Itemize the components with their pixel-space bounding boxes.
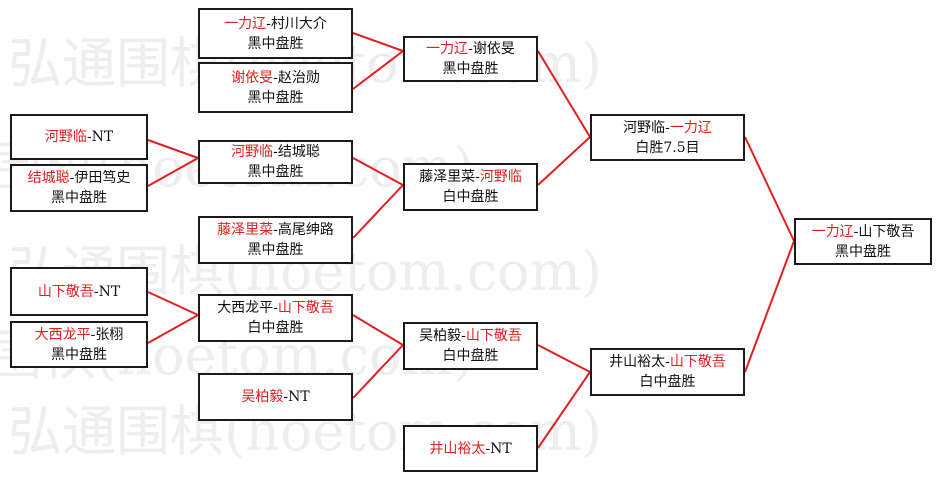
match-result: 白中盘胜 [442, 189, 499, 205]
match-r2-3: 大西龙平-山下敬吾 白中盘胜 [198, 294, 353, 342]
match-result: 白中盘胜 [247, 320, 304, 336]
match-sf-1: 河野临-一力辽 白胜7.5目 [590, 114, 745, 161]
match-result: 黑中盘胜 [247, 89, 304, 106]
match-result: 黑中盘胜 [247, 242, 304, 258]
match-r3-1: 藤泽里菜-河野临 白中盘胜 [403, 163, 538, 211]
match-r2-2: 河野临-结城聪 黑中盘胜 [198, 140, 353, 184]
match-r1-8: 吴柏毅-NT [198, 373, 353, 421]
match-result: 黑中盘胜 [247, 164, 304, 180]
match-result: 白胜7.5目 [635, 139, 700, 156]
match-result: 黑中盘胜 [51, 190, 107, 206]
connector [744, 136, 795, 373]
match-r1-1: 一力辽-村川大介 黑中盘胜 [198, 8, 353, 59]
connector [352, 157, 404, 239]
connector [537, 50, 591, 186]
match-result: 白中盘胜 [442, 348, 499, 364]
match-sf-2: 井山裕太-山下敬吾 白中盘胜 [590, 348, 745, 396]
match-r1-7: 大西龙平-张栩 黑中盘胜 [10, 321, 148, 368]
match-result: 黑中盘胜 [835, 243, 891, 260]
connector [537, 344, 591, 449]
match-result: 黑中盘胜 [247, 35, 304, 52]
match-final: 一力辽-山下敬吾 黑中盘胜 [794, 218, 932, 265]
match-r2-1: 一力辽-谢依旻 黑中盘胜 [403, 36, 538, 82]
match-r1-6: 山下敬吾-NT [10, 267, 148, 316]
match-r1-2: 谢依旻-赵治勋 黑中盘胜 [198, 62, 353, 113]
match-r1-5: 藤泽里菜-高尾绅路 黑中盘胜 [198, 216, 353, 264]
connector [352, 32, 404, 90]
connector [147, 139, 199, 187]
connector [352, 314, 404, 399]
match-result: 黑中盘胜 [442, 61, 499, 77]
match-r1-9: 井山裕太-NT [403, 425, 538, 472]
match-result: 白中盘胜 [639, 374, 696, 390]
match-r1-3: 河野临-NT [10, 114, 148, 160]
connector [147, 291, 199, 344]
match-r1-4: 结城聪-伊田笃史 黑中盘胜 [10, 164, 148, 212]
match-result: 黑中盘胜 [51, 346, 107, 363]
match-r3-2: 吴柏毅-山下敬吾 白中盘胜 [403, 322, 538, 370]
